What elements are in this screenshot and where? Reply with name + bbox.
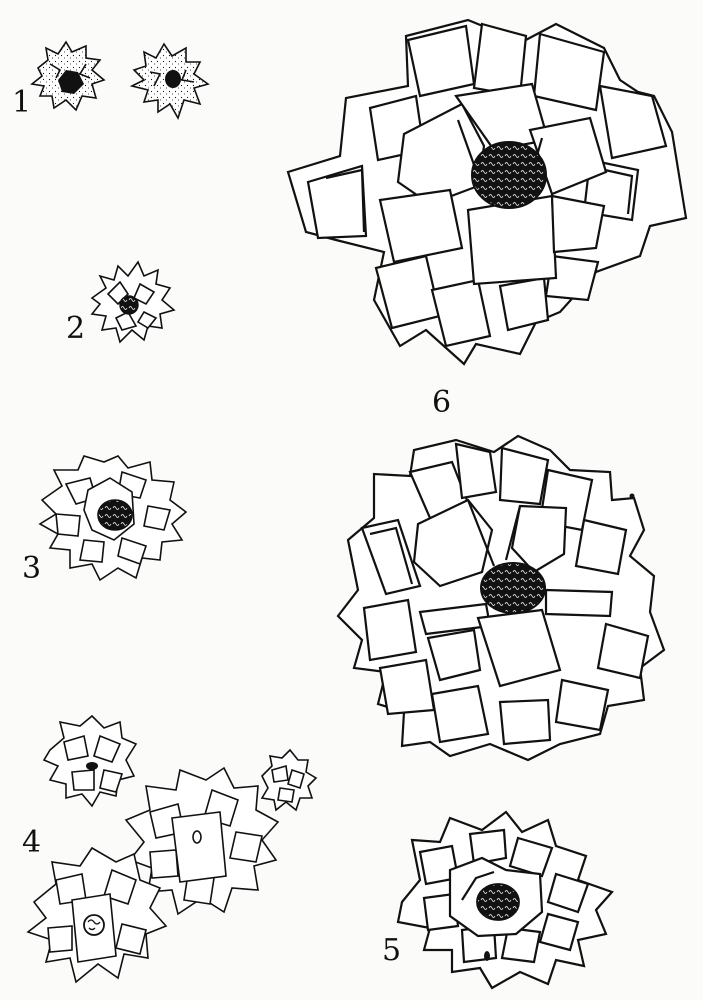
fig-6-upper-flower-icon	[286, 18, 688, 366]
fig-1-flower-pair: 1	[12, 40, 210, 120]
fig-2-flower: 2	[66, 260, 176, 346]
fig-5-flower: 5	[382, 810, 614, 990]
fig-1-right-flower-icon	[129, 42, 210, 120]
fig-3-flower: 3	[22, 455, 188, 586]
fig-4-small-right-flower-icon	[260, 748, 318, 812]
fig-2-label: 2	[66, 311, 85, 346]
fig-4-top-left-flower-icon	[42, 714, 138, 808]
fig-6-lower-flower-icon	[336, 434, 666, 762]
fig-4-bottom-left-flower-icon	[26, 846, 168, 984]
fig-6-upper-flower: 6	[286, 18, 688, 420]
fig-3-flower-icon	[38, 455, 188, 582]
fig-4-center-flower-icon	[124, 766, 280, 916]
fig-6-label: 6	[432, 385, 451, 420]
fig-6-lower-flower	[336, 434, 666, 762]
fig-1-label: 1	[12, 85, 31, 120]
fig-2-flower-icon	[90, 260, 176, 344]
fig-1-left-flower-icon	[30, 40, 106, 112]
fig-4-label: 4	[22, 825, 41, 860]
fig-5-flower-icon	[396, 810, 614, 990]
fig-3-label: 3	[22, 551, 41, 586]
fig-4-flower-cluster: 4	[22, 714, 318, 984]
fig-5-label: 5	[382, 933, 401, 968]
